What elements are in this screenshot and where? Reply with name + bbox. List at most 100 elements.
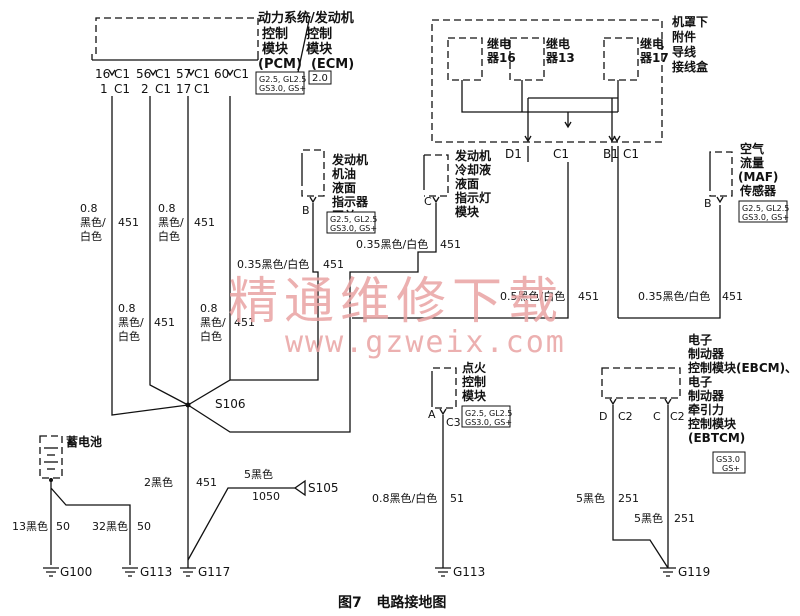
pcm-pin-56: 56 [136, 67, 151, 81]
pcm-pin-c1-a: C1 [114, 67, 130, 81]
pcm-pin-1: 1 [100, 82, 108, 96]
s105-wire-circuit: 1050 [252, 490, 280, 503]
ground-g113-a: G113 [122, 565, 172, 579]
maf-label-1: 空气 [740, 141, 764, 156]
wire1-color1: 黑色/ [80, 215, 106, 229]
maf-label-4: 传感器 [739, 183, 777, 198]
pcm-pin-16: 16 [95, 67, 110, 81]
pcm-pin-c1-e: C1 [114, 82, 130, 96]
wire2-size: 0.8 [158, 202, 176, 215]
wire2-color1: 黑色/ [158, 215, 184, 229]
coolant-wire-label: 0.35黑色/白色 [356, 237, 428, 251]
svg-text:GS3.0: GS3.0 [716, 455, 740, 464]
svg-text:G117: G117 [198, 565, 230, 579]
s105-wire [187, 487, 295, 561]
pcm-label-2: 控制 控制 [262, 26, 332, 42]
pcm-engine-tag: 2.0 [308, 70, 332, 85]
ebcm-label-4: 电子 [688, 374, 712, 389]
pcm-label-4: (PCM) (ECM) [258, 57, 354, 72]
ignition-wire-circuit: 51 [450, 492, 464, 505]
ebcm-pin-c2-a: C2 [618, 410, 633, 423]
battery: 蓄电池 [39, 434, 102, 479]
relay-wire-circuit: 451 [578, 290, 599, 303]
coolant-label-4: 指示灯 [455, 190, 491, 205]
relay-wire [352, 162, 569, 319]
ground-g113-b: G113 [435, 565, 485, 579]
junction-pin-c1-b: C1 [623, 147, 639, 161]
ebcm-wire1-circuit: 251 [618, 492, 639, 505]
ebcm-label-2: 制动器 [688, 346, 725, 361]
ignition-label-1: 点火 [462, 360, 487, 375]
pcm-pin-c1-d: C1 [233, 67, 249, 81]
wire4-size: 0.8 [200, 302, 218, 315]
relay16-label-2: 器16 [486, 51, 516, 65]
junction-pin-c1-a: C1 [553, 147, 569, 161]
wire2-color2: 白色 [158, 229, 180, 243]
oil-switch-pin: B [302, 204, 310, 217]
figure-caption: 图7 电路接地图 [338, 594, 446, 611]
s105-arrow [293, 479, 306, 497]
wire2-circuit: 451 [194, 216, 215, 229]
wire4-color1: 黑色/ [200, 315, 226, 329]
ebcm-wire1-label: 5黑色 [576, 491, 605, 505]
watermark-url: www.gzweix.com [285, 325, 566, 360]
svg-text:G2.5, GL2.5: G2.5, GL2.5 [742, 204, 789, 213]
ebcm-wire2-circuit: 251 [674, 512, 695, 525]
relay13-label-1: 继电 [546, 36, 570, 51]
oil-switch-label-3: 液面 [332, 180, 356, 195]
coolant-label-5: 模块 [455, 204, 480, 219]
maf-label-3: (MAF) [738, 170, 778, 184]
main-wire-label: 2黑色 [144, 475, 173, 489]
oil-switch-label-1: 发动机 [331, 152, 368, 167]
ground-g117: G117 [180, 565, 230, 579]
relay16-label-1: 继电 [487, 36, 511, 51]
ignition-tag: G2.5, GL2.5 GS3.0, GS+ [461, 405, 512, 428]
ebcm-pin-d: D [599, 410, 607, 423]
svg-text:GS3.0, GS+: GS3.0, GS+ [465, 418, 512, 427]
svg-text:GS+: GS+ [722, 464, 740, 473]
pcm-divider [297, 15, 311, 73]
pcm-pin-57: 57 [176, 67, 191, 81]
svg-text:GS3.0, GS+: GS3.0, GS+ [259, 84, 306, 93]
pcm-label-3: 模块 模块 [262, 41, 333, 57]
ignition-wire-label: 0.8黑色/白色 [372, 491, 437, 505]
ebcm-label-5: 制动器 [688, 388, 725, 403]
watermark-cn: 精通维修下载 [228, 272, 564, 330]
main-wire-circuit: 451 [196, 476, 217, 489]
svg-text:G2.5, GL2.5: G2.5, GL2.5 [330, 215, 377, 224]
svg-text:GS3.0, GS+: GS3.0, GS+ [742, 213, 789, 222]
ebcm-ground-wires [612, 405, 669, 569]
ebcm-wire2-label: 5黑色 [634, 511, 663, 525]
coolant-label-1: 发动机 [454, 148, 491, 163]
junction-label-2: 附件 [672, 29, 696, 44]
oil-switch-label-2: 机油 [332, 166, 356, 181]
maf-wire-circuit: 451 [722, 290, 743, 303]
coolant-label-3: 液面 [455, 176, 479, 191]
bat-wire2-circuit: 50 [137, 520, 151, 533]
ignition-pin-c3: C3 [446, 416, 461, 429]
relay13-box [509, 37, 545, 81]
coolant-wire [187, 203, 437, 433]
ignition-pin-a: A [428, 408, 436, 421]
ground-g119: G119 [660, 565, 710, 579]
ebcm-pin-c2-b: C2 [670, 410, 685, 423]
maf-label-2: 流量 [740, 155, 764, 170]
ignition-control-module: A C3 点火 控制 模块 G2.5, GL2.5 GS3.0, GS+ [428, 360, 512, 429]
splice-s105-label: S105 [308, 481, 339, 495]
ebcm-label-8: (EBTCM) [688, 431, 745, 445]
oil-level-switch: B 发动机 机油 液面 指示器 开关 G2.5, GL2.5 GS3.0, GS… [301, 149, 377, 234]
junction-pin-d1: D1 [505, 147, 522, 161]
ebcm-tag: GS3.0 GS+ [712, 451, 746, 474]
ebcm-label-6: 牵引力 [688, 402, 724, 417]
wire4-circuit: 451 [234, 316, 255, 329]
splice-s106-label: S106 [215, 397, 246, 411]
svg-text:G100: G100 [60, 565, 92, 579]
wire3-size: 0.8 [118, 302, 136, 315]
svg-text:GS3.0, GS+: GS3.0, GS+ [330, 224, 377, 233]
pcm-module: 动力系统/发动机 控制 控制 模块 模块 (PCM) (ECM) 16 C1 5… [91, 10, 354, 96]
svg-text:G113: G113 [140, 565, 172, 579]
oil-wire-circuit: 451 [323, 258, 344, 271]
relay17-box [603, 37, 639, 81]
bat-wire1-circuit: 50 [56, 520, 70, 533]
wire3-color1: 黑色/ [118, 315, 144, 329]
